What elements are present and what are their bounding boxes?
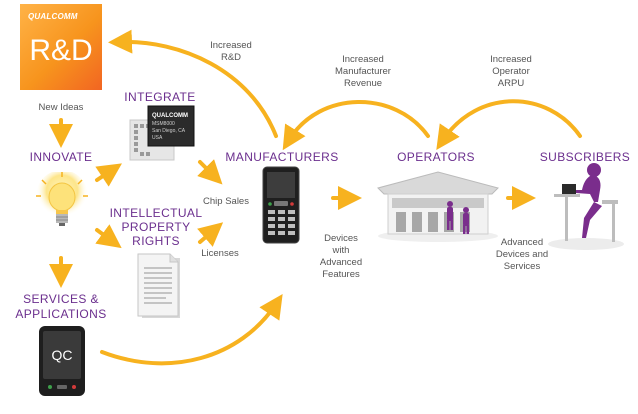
lightbulb-icon <box>36 172 88 226</box>
qc-phone-label: QC <box>52 347 73 363</box>
arrow-bulb-integrate <box>95 163 122 187</box>
increased-op-line1: Increased <box>490 54 532 65</box>
manufacturers-heading: MANUFACTURERS <box>225 150 339 164</box>
increased-mfr-revenue-label: Increased Manufacturer Revenue <box>318 54 408 90</box>
rd-box: QUALCOMM R&D <box>20 4 102 90</box>
increased-op-line3: ARPU <box>497 78 525 89</box>
advanced-devices-line1: Advanced <box>500 237 544 248</box>
arrow-increased-rd <box>108 29 278 138</box>
chip-icon: QUALCOMM MSM8000 San Diego, CA USA <box>129 105 195 161</box>
chip-country: USA <box>152 135 163 141</box>
qc-phone-icon: QC <box>39 326 85 396</box>
devices-label-line1: Devices <box>324 233 358 244</box>
chip-location: San Diego, CA <box>152 128 186 134</box>
ip-heading-line1: INTELLECTUAL <box>109 206 203 220</box>
increased-mfr-line1: Increased <box>342 54 384 65</box>
arrow-ip-mfr <box>197 222 224 247</box>
new-ideas-label: New Ideas <box>38 102 84 113</box>
increased-rd-label: Increased R&D <box>196 40 266 64</box>
innovate-heading: INNOVATE <box>29 150 93 164</box>
services-heading-line1: SERVICES & <box>23 292 99 306</box>
subscriber-icon <box>548 163 624 250</box>
arrow-services-mfr <box>100 294 283 366</box>
devices-label: Devices with Advanced Features <box>306 233 376 281</box>
services-heading: SERVICES & APPLICATIONS <box>6 292 116 322</box>
increased-operator-arpu-label: Increased Operator ARPU <box>476 54 546 90</box>
arrow-increased-mfr-revenue <box>282 100 430 151</box>
store-icon <box>377 171 499 242</box>
increased-mfr-line2: Manufacturer <box>335 66 391 77</box>
advanced-devices-line3: Services <box>503 261 541 272</box>
licenses-label: Licenses <box>201 248 239 259</box>
devices-label-line4: Features <box>322 269 360 280</box>
arrow-increased-arpu <box>436 99 582 150</box>
increased-rd-line2: R&D <box>220 52 242 63</box>
increased-rd-line1: Increased <box>210 40 252 51</box>
qualcomm-logo: QUALCOMM <box>28 12 78 21</box>
advanced-devices-line2: Devices and <box>495 249 549 260</box>
document-icon <box>137 253 180 318</box>
devices-label-line2: with <box>332 245 350 256</box>
arrow-chip-mfr <box>197 159 223 185</box>
phone-icon <box>262 166 300 244</box>
devices-label-line3: Advanced <box>319 257 363 268</box>
chip-brand: QUALCOMM <box>152 113 188 119</box>
ip-heading: INTELLECTUAL PROPERTY RIGHTS <box>106 206 206 248</box>
chip-sales-label: Chip Sales <box>203 196 249 207</box>
increased-mfr-line3: Revenue <box>343 78 383 89</box>
subscribers-heading: SUBSCRIBERS <box>539 150 631 164</box>
arrow-bulb-ip <box>95 224 122 249</box>
ip-heading-line3: RIGHTS <box>132 234 180 248</box>
services-heading-line2: APPLICATIONS <box>15 307 107 321</box>
increased-op-line2: Operator <box>492 66 530 77</box>
integrate-heading: INTEGRATE <box>124 90 196 104</box>
ip-heading-line2: PROPERTY <box>121 220 191 234</box>
advanced-devices-label: Advanced Devices and Services <box>482 237 562 273</box>
rd-title: R&D <box>29 34 93 67</box>
operators-heading: OPERATORS <box>397 150 475 164</box>
chip-model: MSM8000 <box>152 121 175 127</box>
